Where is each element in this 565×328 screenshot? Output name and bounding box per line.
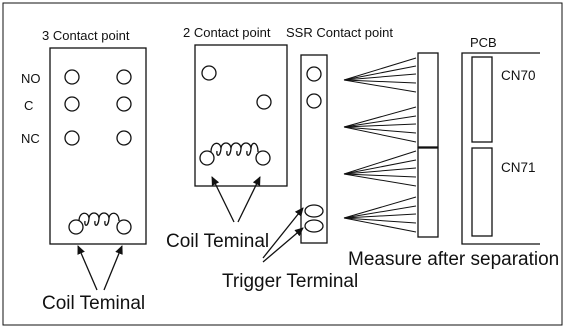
fanout-lines-lower-2: [343, 196, 417, 233]
ssr-trigger-terminal-2: [304, 219, 324, 233]
cn70-label: CN70: [501, 68, 536, 83]
separated-connector-lower: [417, 147, 439, 238]
trigger-arrow-lower: [262, 227, 304, 263]
no-label: NO: [21, 71, 41, 86]
coil-symbol-three-contact: [68, 212, 132, 235]
no-terminal-left: [64, 69, 80, 85]
fanout-lines-upper-1: [343, 57, 417, 93]
separated-connector-upper: [417, 52, 439, 148]
pcb-outline: [461, 52, 540, 245]
no-terminal-right: [116, 69, 132, 85]
ssr-title: SSR Contact point: [286, 25, 393, 40]
coil-arrow-right-middle: [237, 176, 261, 223]
nc-label: NC: [21, 131, 40, 146]
pcb-title: PCB: [470, 35, 497, 50]
two-contact-title: 2 Contact point: [183, 25, 271, 40]
coil-arrow-right-bottom: [103, 245, 123, 291]
c-terminal-right: [116, 96, 132, 112]
ssr-body: [300, 54, 328, 244]
c-label: C: [24, 98, 33, 113]
ssr-terminal-2: [306, 93, 322, 109]
measure-note: Measure after separation: [348, 249, 559, 270]
nc-terminal-right: [116, 130, 132, 146]
coil-terminal-label-middle: Coil Teminal: [166, 231, 269, 252]
coil-arrow-left-middle: [211, 176, 235, 223]
coil-terminal-label-bottom: Coil Teminal: [42, 293, 145, 314]
nc-terminal-left: [64, 130, 80, 146]
coil-arrow-left-bottom: [77, 245, 98, 291]
cn70-connector: [471, 56, 493, 143]
fanout-lines-upper-2: [343, 106, 417, 143]
fanout-lines-lower-1: [343, 150, 417, 187]
trigger-arrow-upper: [262, 207, 304, 259]
ssr-trigger-terminal-1: [304, 204, 324, 218]
three-contact-title: 3 Contact point: [42, 28, 130, 43]
coil-symbol-two-contact: [199, 142, 271, 166]
c-terminal-left: [64, 96, 80, 112]
ssr-terminal-1: [306, 66, 322, 82]
trigger-terminal-label: Trigger Terminal: [222, 271, 358, 292]
two-contact-relay-body: [194, 44, 288, 187]
cn71-label: CN71: [501, 160, 536, 175]
cn71-connector: [471, 147, 493, 237]
two-contact-terminal-top: [201, 65, 217, 81]
two-contact-terminal-middle: [256, 94, 272, 110]
